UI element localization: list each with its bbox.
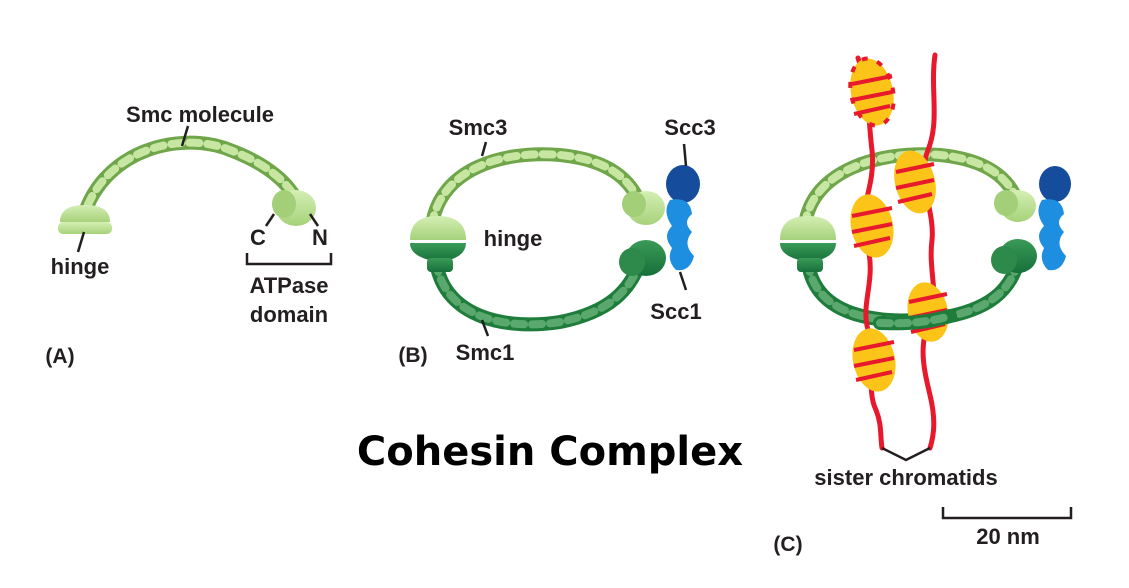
atpase-bracket bbox=[245, 253, 333, 266]
nucleosome bbox=[852, 328, 896, 392]
scale-bar bbox=[941, 507, 1073, 520]
scc1-label: Scc1 bbox=[650, 299, 701, 324]
panel-c-label: (C) bbox=[773, 533, 802, 556]
smc3-coiled-coil bbox=[425, 147, 647, 232]
panel-a: Smc molecule hinge C N ATPase domain (A) bbox=[45, 102, 333, 368]
panel-b: Smc3 hinge Scc3 Scc1 Smc1 (B) bbox=[398, 115, 715, 367]
smc3-hinge bbox=[410, 216, 466, 240]
smc1-coiled-coil bbox=[429, 255, 647, 332]
scc3-subunit bbox=[666, 165, 700, 203]
domain-label: domain bbox=[250, 302, 328, 327]
sister-chromatid-left bbox=[855, 55, 885, 451]
smc1-leader-line bbox=[480, 319, 490, 337]
nucleosome bbox=[848, 56, 896, 128]
smc1-label: Smc1 bbox=[456, 340, 515, 365]
scc3-label: Scc3 bbox=[664, 115, 715, 140]
sister-chromatids-label: sister chromatids bbox=[814, 465, 997, 490]
hinge-label-b: hinge bbox=[484, 226, 543, 251]
ring-scc3-subunit bbox=[1039, 166, 1071, 202]
scale-bar-label: 20 nm bbox=[976, 524, 1040, 549]
scc1-leader-line bbox=[678, 271, 688, 291]
smc-coiled-coil-light bbox=[78, 138, 302, 226]
ring-smc1-hinge bbox=[780, 243, 836, 262]
ring-smc3-hinge bbox=[780, 216, 836, 240]
hinge-leader-line bbox=[76, 231, 86, 253]
smc-molecule-label: Smc molecule bbox=[126, 102, 274, 127]
hinge-domain bbox=[58, 205, 112, 234]
smc-coiled-coil-dark bbox=[75, 135, 305, 229]
nucleosome bbox=[894, 150, 936, 214]
chromatids-leader-lines bbox=[881, 446, 931, 462]
smc3-label: Smc3 bbox=[449, 115, 508, 140]
c-terminus-label: C bbox=[250, 225, 266, 250]
smc3-leader-line bbox=[480, 141, 488, 157]
c-leader-line bbox=[264, 213, 276, 227]
nucleosome bbox=[850, 194, 894, 258]
sister-chromatid-right bbox=[920, 52, 938, 451]
panel-c: sister chromatids 20 nm (C) bbox=[773, 52, 1073, 556]
molecule-leader-line bbox=[180, 125, 190, 147]
atpase-head-domain bbox=[272, 190, 316, 226]
n-terminus-label: N bbox=[312, 225, 328, 250]
scc3-leader-line bbox=[682, 143, 688, 167]
figure-title: Cohesin Complex bbox=[357, 429, 743, 475]
panel-b-label: (B) bbox=[398, 344, 427, 367]
smc1-hinge bbox=[410, 243, 466, 272]
atpase-label: ATPase bbox=[249, 273, 328, 298]
panel-a-label: (A) bbox=[45, 345, 74, 368]
hinge-label: hinge bbox=[51, 254, 110, 279]
n-leader-line bbox=[308, 213, 320, 227]
scc1-subunit bbox=[666, 199, 694, 271]
ring-scc1-subunit bbox=[1038, 199, 1066, 271]
